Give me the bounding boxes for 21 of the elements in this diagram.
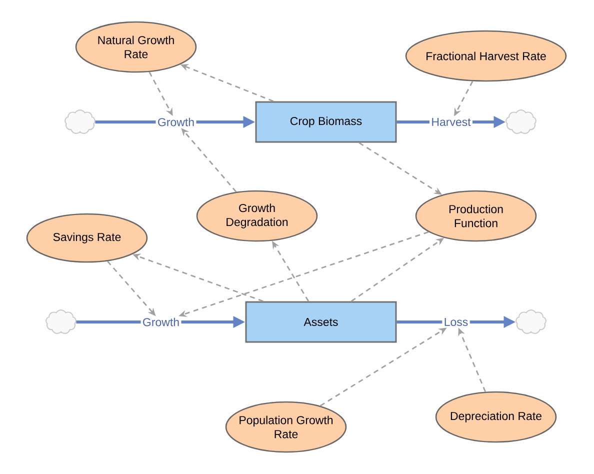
cloud-icon: [506, 110, 536, 134]
flow-label: Growth: [156, 116, 196, 128]
flow-line: [396, 120, 430, 124]
oval-node: Population Growth Rate: [225, 401, 347, 453]
cloud-icon: [46, 310, 76, 334]
stock-box: Crop Biomass: [255, 101, 397, 143]
stock-box: Assets: [245, 301, 397, 343]
cloud-icon: [516, 310, 546, 334]
oval-node: Growth Degradation: [196, 190, 318, 242]
flow-line: [95, 120, 156, 124]
oval-node: Depreciation Rate: [435, 391, 557, 443]
oval-node: Production Function: [415, 190, 537, 242]
flow-label: Loss: [442, 316, 470, 328]
flow-line: [76, 320, 141, 324]
cloud-icon: [64, 110, 96, 134]
oval-node: Savings Rate: [26, 213, 148, 263]
oval-node: Natural Growth Rate: [75, 21, 197, 73]
flow-label: Growth: [140, 316, 182, 328]
flow-label: Harvest: [430, 116, 472, 128]
flow-line: [396, 320, 442, 324]
oval-node: Fractional Harvest Rate: [405, 30, 567, 82]
